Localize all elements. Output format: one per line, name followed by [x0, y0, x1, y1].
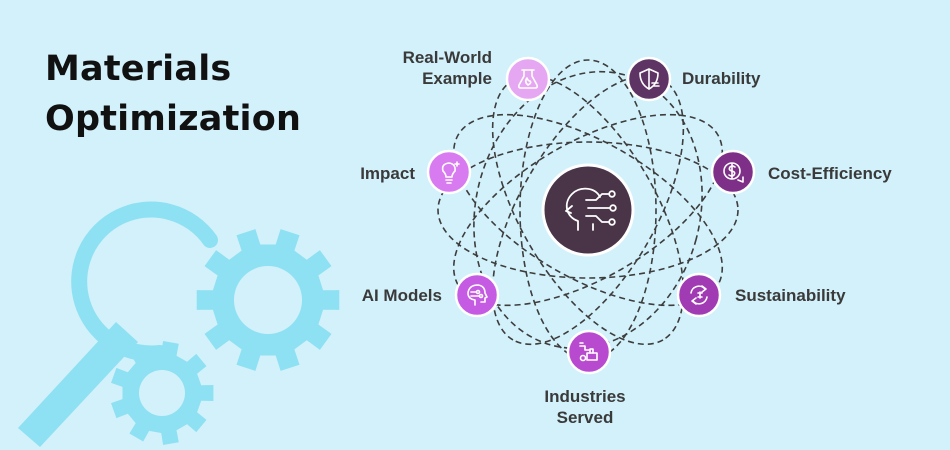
gear-icon [196, 229, 340, 371]
title-line-1: Materials [45, 49, 232, 89]
gear-icon [111, 341, 214, 445]
shield-icon [639, 68, 660, 90]
title-line-2: Optimization [45, 99, 302, 139]
label-impact: Impact [360, 164, 415, 183]
node-real-world-example [505, 56, 551, 102]
nodes-layer [426, 56, 756, 375]
center-node [541, 163, 635, 257]
dollar-down-icon [723, 162, 744, 183]
node-circle [676, 272, 722, 318]
node-circle [426, 149, 472, 195]
label-cost-efficiency: Cost-Efficiency [768, 164, 892, 183]
ai-brain-icon [467, 284, 488, 306]
node-cost-efficiency [710, 149, 756, 195]
label-real-world-example: Real-World Example [402, 48, 492, 88]
node-ai-models [454, 272, 500, 318]
node-sustainability [676, 272, 722, 318]
page-title: Materials Optimization [45, 44, 301, 144]
node-industries-served [566, 329, 612, 375]
label-durability: Durability [682, 69, 761, 88]
lightbulb-icon [441, 161, 460, 184]
node-impact [426, 149, 472, 195]
industries-icon [579, 342, 598, 362]
recycle-icon [690, 285, 708, 305]
decor-group [18, 201, 340, 447]
gears-icon [111, 229, 340, 445]
node-durability [626, 56, 672, 102]
label-sustainability: Sustainability [735, 286, 846, 305]
magnifying-glass-icon [18, 201, 218, 447]
node-circle [454, 272, 500, 318]
orbit-ellipse [473, 70, 703, 350]
label-ai-models: AI Models [361, 286, 442, 305]
orbit-ellipse [437, 141, 739, 279]
flask-flame-icon [517, 69, 539, 89]
label-industries-served: Industries Served [544, 387, 626, 427]
ai-head-circuit-icon [565, 187, 617, 231]
node-circle [566, 329, 612, 375]
